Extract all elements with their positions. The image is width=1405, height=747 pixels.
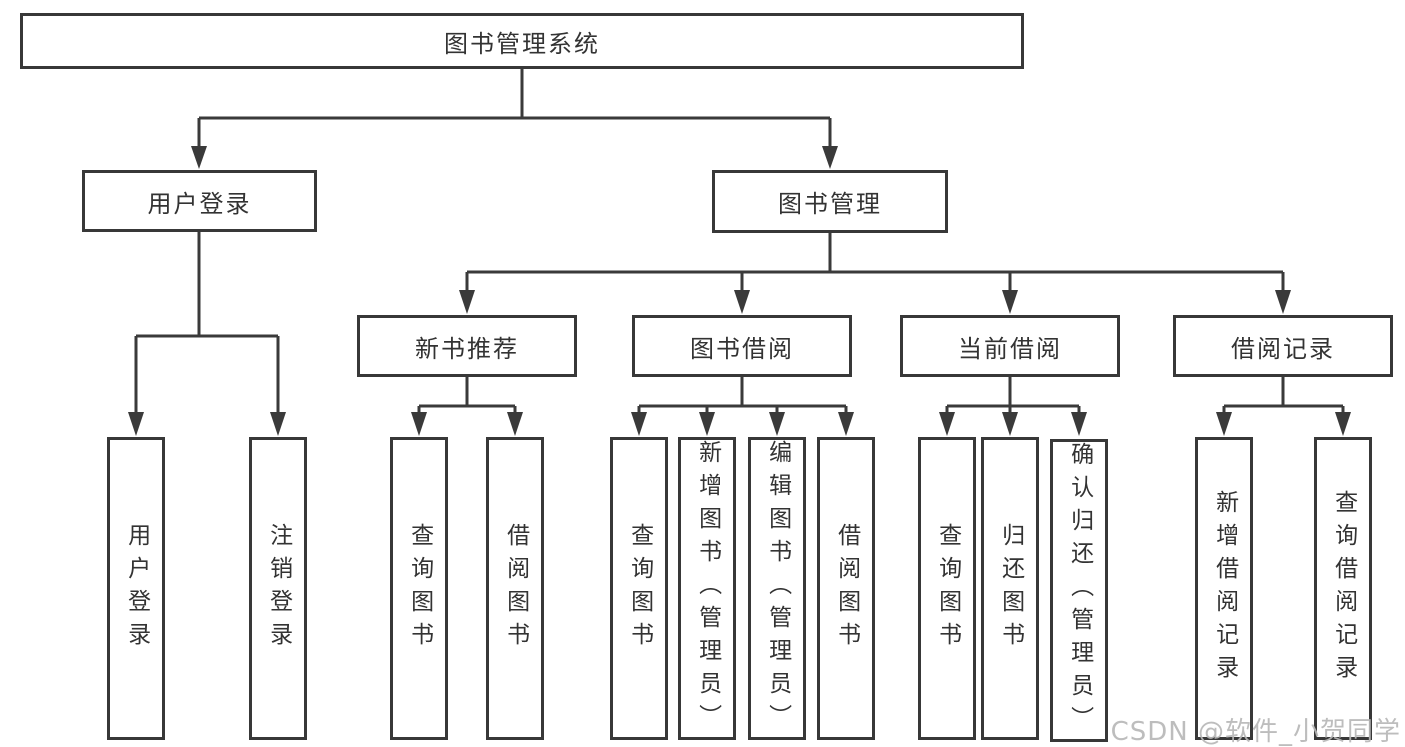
node-label: 查询图书 bbox=[934, 522, 961, 655]
node-library-management-system: 图书管理系统 bbox=[20, 13, 1024, 69]
leaf-query-book-borrow: 查询图书 bbox=[610, 437, 668, 740]
node-label: 编辑图书（管理员） bbox=[764, 440, 791, 737]
arrowhead-icon bbox=[1002, 412, 1018, 436]
connector-current-to-leaves bbox=[939, 377, 1087, 436]
leaf-add-borrow-record: 新增借阅记录 bbox=[1195, 437, 1253, 740]
arrowhead-icon bbox=[270, 412, 286, 436]
node-current-borrowing: 当前借阅 bbox=[900, 315, 1120, 377]
node-label: 新增图书（管理员） bbox=[694, 440, 721, 737]
node-label: 新书推荐 bbox=[415, 334, 519, 363]
arrowhead-icon bbox=[734, 290, 750, 314]
connector-user-login-to-leaves bbox=[128, 232, 286, 436]
node-label: 借阅图书 bbox=[833, 522, 860, 655]
leaf-logout: 注销登录 bbox=[249, 437, 307, 740]
node-label: 借阅图书 bbox=[502, 522, 529, 655]
arrowhead-icon bbox=[1002, 290, 1018, 314]
node-label: 新增借阅记录 bbox=[1211, 489, 1238, 688]
leaf-query-borrow-record: 查询借阅记录 bbox=[1314, 437, 1372, 740]
arrowhead-icon bbox=[507, 412, 523, 436]
node-user-login: 用户登录 bbox=[82, 170, 317, 232]
arrowhead-icon bbox=[699, 412, 715, 436]
arrowhead-icon bbox=[1071, 412, 1087, 436]
arrowhead-icon bbox=[191, 146, 207, 169]
arrowhead-icon bbox=[1275, 290, 1291, 314]
connector-root-to-level2 bbox=[191, 69, 838, 169]
node-label: 查询借阅记录 bbox=[1330, 489, 1357, 688]
leaf-add-book-admin: 新增图书（管理员） bbox=[678, 437, 736, 740]
connector-recommend-to-leaves bbox=[411, 377, 523, 436]
node-label: 图书借阅 bbox=[690, 334, 794, 363]
leaf-return-book: 归还图书 bbox=[981, 437, 1039, 740]
arrowhead-icon bbox=[822, 146, 838, 169]
node-label: 查询图书 bbox=[626, 522, 653, 655]
arrowhead-icon bbox=[1216, 412, 1232, 436]
leaf-confirm-return-admin: 确认归还（管理员） bbox=[1050, 439, 1108, 742]
arrowhead-icon bbox=[939, 412, 955, 436]
arrowhead-icon bbox=[1335, 412, 1351, 436]
watermark: CSDN @软件_小贺同学 bbox=[1110, 717, 1401, 747]
arrowhead-icon bbox=[838, 412, 854, 436]
arrowhead-icon bbox=[411, 412, 427, 436]
leaf-query-book-current: 查询图书 bbox=[918, 437, 976, 740]
leaf-edit-book-admin: 编辑图书（管理员） bbox=[748, 437, 806, 740]
leaf-borrow-book-recommend: 借阅图书 bbox=[486, 437, 544, 740]
node-label: 图书管理系统 bbox=[444, 29, 600, 58]
leaf-borrow-book: 借阅图书 bbox=[817, 437, 875, 740]
arrowhead-icon bbox=[769, 412, 785, 436]
node-label: 注销登录 bbox=[265, 522, 292, 655]
leaf-query-book-recommend: 查询图书 bbox=[390, 437, 448, 740]
node-label: 用户登录 bbox=[147, 189, 252, 218]
arrowhead-icon bbox=[128, 412, 144, 436]
arrowhead-icon bbox=[459, 290, 475, 314]
node-label: 当前借阅 bbox=[958, 334, 1062, 363]
connector-book-mgmt-to-level3 bbox=[459, 233, 1291, 314]
node-label: 借阅记录 bbox=[1231, 334, 1335, 363]
arrowhead-icon bbox=[631, 412, 647, 436]
node-label: 查询图书 bbox=[406, 522, 433, 655]
node-label: 图书管理 bbox=[778, 190, 882, 218]
node-borrow-records: 借阅记录 bbox=[1173, 315, 1393, 377]
node-label: 确认归还（管理员） bbox=[1066, 442, 1093, 739]
connector-borrow-to-leaves bbox=[631, 377, 854, 436]
node-label: 归还图书 bbox=[997, 522, 1024, 655]
node-book-management: 图书管理 bbox=[712, 170, 948, 233]
node-label: 用户登录 bbox=[123, 522, 150, 655]
leaf-user-login: 用户登录 bbox=[107, 437, 165, 740]
node-new-book-recommend: 新书推荐 bbox=[357, 315, 577, 377]
connector-records-to-leaves bbox=[1216, 377, 1351, 436]
node-book-borrowing: 图书借阅 bbox=[632, 315, 852, 377]
